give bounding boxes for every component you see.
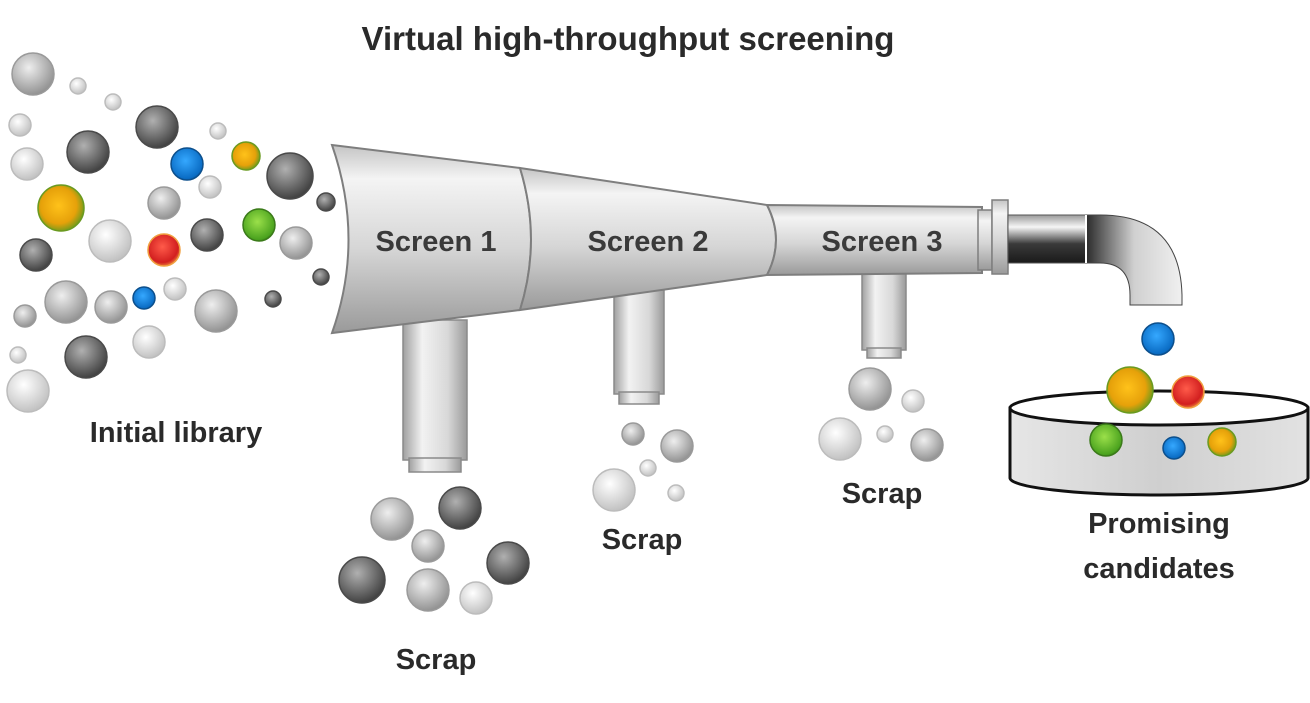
- scrap-pipe-3: [861, 269, 907, 359]
- light-molecule: [9, 346, 27, 364]
- red-molecule: [147, 233, 181, 267]
- light-molecule: [818, 417, 862, 461]
- gray-molecule: [279, 226, 313, 260]
- dark-molecule: [312, 268, 330, 286]
- dark-molecule: [316, 192, 336, 212]
- light-molecule: [8, 113, 32, 137]
- scrap-1-molecules: [338, 486, 530, 615]
- light-molecule: [592, 468, 636, 512]
- scrap-pipe-1: [402, 319, 468, 473]
- dark-molecule: [338, 556, 386, 604]
- gold-molecule: [1106, 366, 1154, 414]
- initial-library-molecules: [6, 52, 336, 413]
- green-molecule: [242, 208, 276, 242]
- gray-molecule: [910, 428, 944, 462]
- scrap-label-1: Scrap: [396, 644, 477, 676]
- light-molecule: [88, 219, 132, 263]
- gray-molecule: [848, 367, 892, 411]
- green-molecule: [1089, 423, 1123, 457]
- dark-molecule: [266, 152, 314, 200]
- light-molecule: [639, 459, 657, 477]
- light-molecule: [6, 369, 50, 413]
- screen-3-section: [765, 203, 983, 277]
- gold-molecule: [37, 184, 85, 232]
- promising-label-line2: candidates: [1083, 553, 1235, 585]
- promising-label-line1: Promising: [1088, 508, 1230, 540]
- light-molecule: [876, 425, 894, 443]
- gray-molecule: [13, 304, 37, 328]
- gray-molecule: [406, 568, 450, 612]
- pipe-flange: [977, 199, 1009, 275]
- screen-1-label: Screen 1: [376, 226, 497, 258]
- screen-3-label: Screen 3: [822, 226, 943, 258]
- gray-molecule: [660, 429, 694, 463]
- light-molecule: [667, 484, 685, 502]
- gray-molecule: [44, 280, 88, 324]
- gray-molecule: [94, 290, 128, 324]
- initial-library-label: Initial library: [90, 417, 262, 449]
- light-molecule: [198, 175, 222, 199]
- output-pipe: [1007, 214, 1183, 306]
- dark-molecule: [190, 218, 224, 252]
- scrap-label-3: Scrap: [842, 478, 923, 510]
- blue-molecule: [1141, 322, 1175, 356]
- light-molecule: [104, 93, 122, 111]
- candidate-dish: [1008, 389, 1310, 497]
- scrap-pipe-2: [613, 289, 665, 405]
- dark-molecule: [19, 238, 53, 272]
- blue-molecule: [132, 286, 156, 310]
- light-molecule: [132, 325, 166, 359]
- light-molecule: [901, 389, 925, 413]
- dark-molecule: [438, 486, 482, 530]
- dark-molecule: [64, 335, 108, 379]
- red-molecule: [1171, 375, 1205, 409]
- light-molecule: [163, 277, 187, 301]
- dark-molecule: [264, 290, 282, 308]
- gray-molecule: [147, 186, 181, 220]
- screen-2-label: Screen 2: [588, 226, 709, 258]
- light-molecule: [69, 77, 87, 95]
- scrap-2-molecules: [592, 422, 694, 512]
- promising-candidate-molecules: [1089, 322, 1237, 460]
- light-molecule: [459, 581, 493, 615]
- light-molecule: [10, 147, 44, 181]
- dark-molecule: [486, 541, 530, 585]
- funnel: Screen 1 Screen 2 Screen 3: [330, 143, 1183, 473]
- gray-molecule: [194, 289, 238, 333]
- gold-molecule: [1207, 427, 1237, 457]
- dark-molecule: [66, 130, 110, 174]
- gray-molecule: [621, 422, 645, 446]
- gray-molecule: [11, 52, 55, 96]
- gold-molecule: [231, 141, 261, 171]
- light-molecule: [209, 122, 227, 140]
- dark-molecule: [135, 105, 179, 149]
- scrap-label-2: Scrap: [602, 524, 683, 556]
- diagram-title: Virtual high-throughput screening: [362, 20, 895, 57]
- gray-molecule: [411, 529, 445, 563]
- blue-molecule: [1162, 436, 1186, 460]
- gray-molecule: [370, 497, 414, 541]
- scrap-3-molecules: [818, 367, 944, 462]
- blue-molecule: [170, 147, 204, 181]
